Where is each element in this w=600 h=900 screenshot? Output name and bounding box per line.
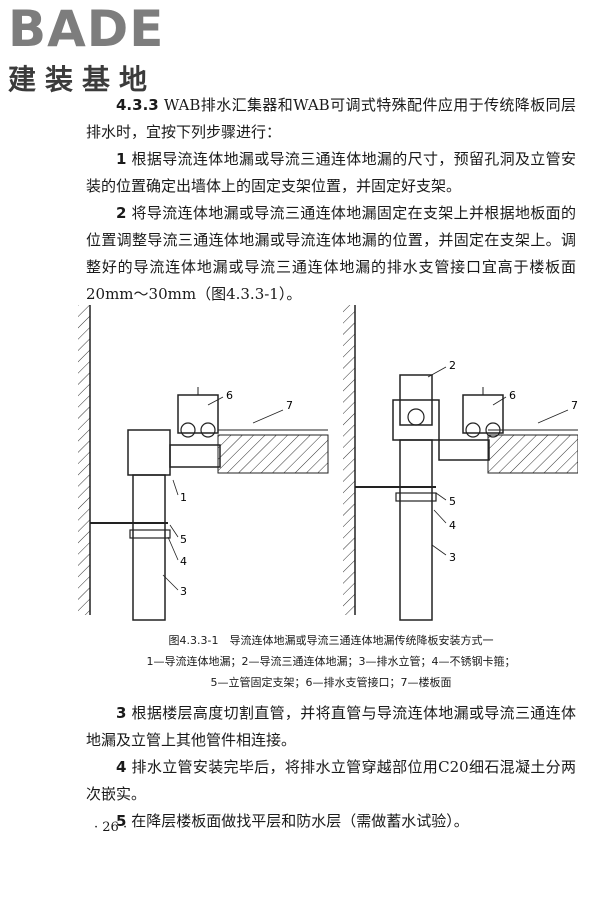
body-text: 4.3.3 WAB排水汇集器和WAB可调式特殊配件应用于传统降板同层排水时，宜按…: [86, 92, 576, 308]
step-text: 排水立管安装完毕后，将排水立管穿越部位用C20细石混凝土分两次嵌实。: [86, 758, 576, 803]
step-text: 根据楼层高度切割直管，并将直管与导流连体地漏或导流三通连体地漏及立管上其他管件相…: [86, 704, 576, 749]
step-text: 在降层楼板面做找平层和防水层（需做蓄水试验）。: [131, 812, 469, 830]
floor-slab-left: [217, 434, 329, 474]
clamp-left: [129, 529, 171, 539]
section-paragraph: 4.3.3 WAB排水汇集器和WAB可调式特殊配件应用于传统降板同层排水时，宜按…: [86, 92, 576, 146]
label-1-left: 1: [180, 491, 187, 504]
step-text: 根据导流连体地漏或导流三通连体地漏的尺寸，预留孔洞及立管安装的位置确定出墙体上的…: [86, 150, 576, 195]
wall-right: [343, 305, 355, 615]
step-number: 5: [116, 812, 127, 830]
step-paragraph: 1 根据导流连体地漏或导流三通连体地漏的尺寸，预留孔洞及立管安装的位置确定出墙体…: [86, 146, 576, 200]
installation-figure: 6 7 1 5 4 3 2 6 7 5 4 3: [78, 305, 579, 625]
caption-title: 图4.3.3-1 导流连体地漏或导流三通连体地漏传统降板安装方式一: [168, 634, 494, 647]
drain-riser-left: [132, 474, 166, 621]
installation-diagram: 6 7 1 5 4 3 2 6 7 5 4 3: [78, 305, 579, 621]
step-number: 3: [116, 704, 127, 722]
step-number: 1: [116, 150, 127, 168]
label-7-right: 7: [571, 399, 578, 412]
label-6-left: 6: [226, 389, 233, 402]
drain-riser-right: [399, 439, 433, 621]
floor-slab-right: [487, 434, 579, 474]
label-3-right: 3: [449, 551, 456, 564]
label-5-left: 5: [180, 533, 187, 546]
step-number: 2: [116, 204, 127, 222]
label-6-right: 6: [509, 389, 516, 402]
step-paragraph: 3 根据楼层高度切割直管，并将直管与导流连体地漏或导流三通连体地漏及立管上其他管…: [86, 700, 576, 754]
caption-legend-line-1: 1—导流连体地漏；2—导流三通连体地漏；3—排水立管；4—不锈钢卡箍；: [146, 655, 516, 668]
label-3-left: 3: [180, 585, 187, 598]
step-paragraph: 4 排水立管安装完毕后，将排水立管穿越部位用C20细石混凝土分两次嵌实。: [86, 754, 576, 808]
logo-subtitle: 建装基地: [8, 63, 157, 96]
label-2-right: 2: [449, 359, 456, 372]
page-number: · 26 ·: [94, 820, 128, 835]
caption-legend-line-2: 5—立管固定支架；6—排水支管接口；7—楼板面: [210, 676, 452, 689]
floor-drain-left: [127, 429, 171, 476]
step-text: 将导流连体地漏或导流三通连体地漏固定在支架上并根据地板面的位置调整导流三通连体地…: [86, 204, 576, 303]
logo-brand: BADE: [8, 0, 165, 58]
section-text: WAB排水汇集器和WAB可调式特殊配件应用于传统降板同层排水时，宜按下列步骤进行…: [86, 96, 576, 141]
clamp-right: [395, 492, 437, 502]
branch-interface-left: [177, 394, 219, 434]
step-paragraph: 5 在降层楼板面做找平层和防水层（需做蓄水试验）。: [86, 808, 576, 835]
step-number: 4: [116, 758, 127, 776]
label-4-right: 4: [449, 519, 456, 532]
figure-caption: 图4.3.3-1 导流连体地漏或导流三通连体地漏传统降板安装方式一 1—导流连体…: [86, 630, 576, 693]
label-5-right: 5: [449, 495, 456, 508]
section-number: 4.3.3: [116, 96, 159, 114]
logo: BADE 建装基地: [8, 4, 178, 98]
wall-left: [78, 305, 90, 615]
label-7-left: 7: [286, 399, 293, 412]
label-4-left: 4: [180, 555, 187, 568]
step-paragraph: 2 将导流连体地漏或导流三通连体地漏固定在支架上并根据地板面的位置调整导流三通连…: [86, 200, 576, 308]
body-text-continued: 3 根据楼层高度切割直管，并将直管与导流连体地漏或导流三通连体地漏及立管上其他管…: [86, 700, 576, 835]
branch-interface-right: [462, 394, 504, 434]
